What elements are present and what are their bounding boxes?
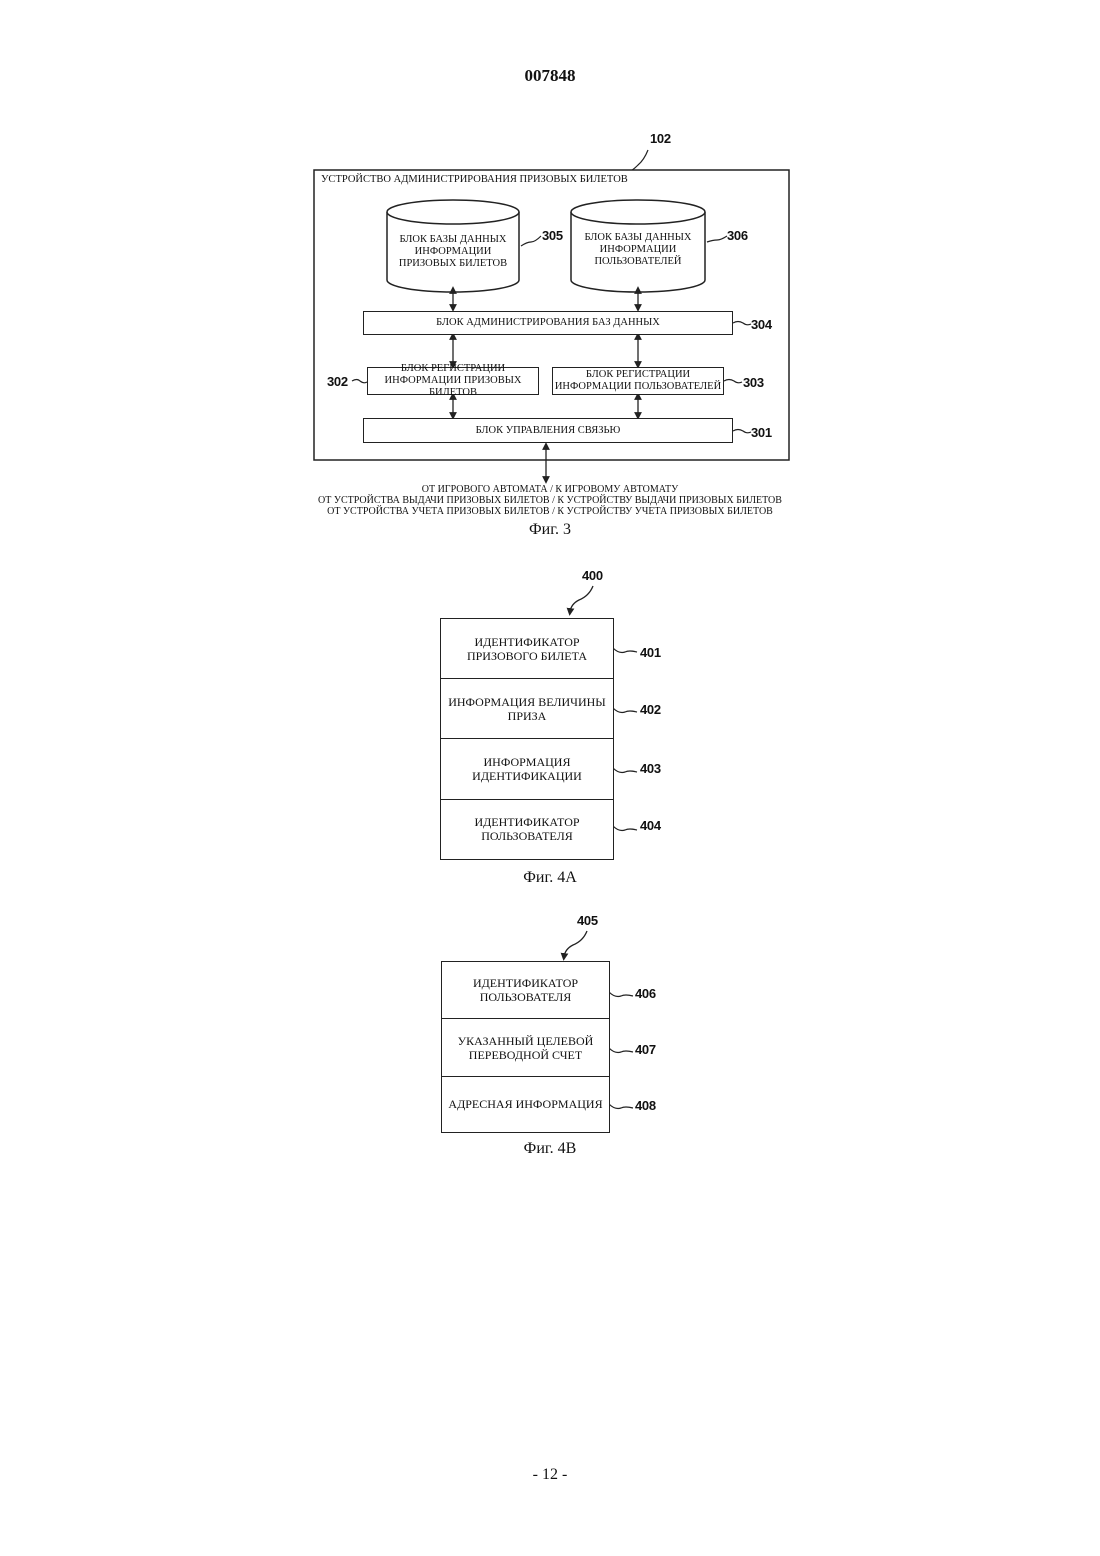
leader-305 xyxy=(521,236,541,246)
leader-401 xyxy=(613,648,637,653)
field-404: ИДЕНТИФИКАТОР ПОЛЬЗОВАТЕЛЯ xyxy=(441,800,613,858)
db-prize-label: БЛОК БАЗЫ ДАННЫХ ИНФОРМАЦИИ ПРИЗОВЫХ БИЛ… xyxy=(389,234,517,270)
fig4b-caption: Фиг. 4В xyxy=(0,1140,1100,1158)
field-407: УКАЗАННЫЙ ЦЕЛЕВОЙ ПЕРЕВОДНОЙ СЧЕТ xyxy=(442,1019,609,1077)
ref-302: 302 xyxy=(327,374,348,389)
leader-408 xyxy=(609,1104,633,1109)
page-number: - 12 - xyxy=(0,1466,1100,1484)
field-402: ИНФОРМАЦИЯ ВЕЛИЧИНЫ ПРИЗА xyxy=(441,679,613,739)
ref-408: 408 xyxy=(635,1098,656,1113)
fig4a-caption: Фиг. 4А xyxy=(0,869,1100,887)
ref-305: 305 xyxy=(542,228,563,243)
fig4a-record: ИДЕНТИФИКАТОР ПРИЗОВОГО БИЛЕТА ИНФОРМАЦИ… xyxy=(440,618,614,860)
leader-406 xyxy=(609,992,633,997)
ref-304: 304 xyxy=(751,317,772,332)
ref-303: 303 xyxy=(743,375,764,390)
field-408: АДРЕСНАЯ ИНФОРМАЦИЯ xyxy=(442,1077,609,1131)
ref-400: 400 xyxy=(582,568,603,583)
ref-403: 403 xyxy=(640,761,661,776)
external-line-2: ОТ УСТРОЙСТВА ВЫДАЧИ ПРИЗОВЫХ БИЛЕТОВ / … xyxy=(0,495,1100,507)
leader-102 xyxy=(632,150,648,170)
field-401: ИДЕНТИФИКАТОР ПРИЗОВОГО БИЛЕТА xyxy=(441,619,613,679)
reg-prize-label: БЛОК РЕГИСТРАЦИИ ИНФОРМАЦИИ ПРИЗОВЫХ БИЛ… xyxy=(368,363,538,399)
ref-306: 306 xyxy=(727,228,748,243)
leader-306 xyxy=(707,236,727,242)
fig4b-record: ИДЕНТИФИКАТОР ПОЛЬЗОВАТЕЛЯ УКАЗАННЫЙ ЦЕЛ… xyxy=(441,961,610,1133)
ref-402: 402 xyxy=(640,702,661,717)
comm-block: БЛОК УПРАВЛЕНИЯ СВЯЗЬЮ xyxy=(363,418,733,443)
db-admin-block: БЛОК АДМИНИСТРИРОВАНИЯ БАЗ ДАННЫХ xyxy=(363,311,733,335)
reg-prize-block: БЛОК РЕГИСТРАЦИИ ИНФОРМАЦИИ ПРИЗОВЫХ БИЛ… xyxy=(367,367,539,395)
field-403: ИНФОРМАЦИЯ ИДЕНТИФИКАЦИИ xyxy=(441,739,613,800)
field-406: ИДЕНТИФИКАТОР ПОЛЬЗОВАТЕЛЯ xyxy=(442,962,609,1019)
reg-users-label: БЛОК РЕГИСТРАЦИИ ИНФОРМАЦИИ ПОЛЬЗОВАТЕЛЕ… xyxy=(553,369,723,393)
leader-301 xyxy=(733,430,751,433)
fig3-caption: Фиг. 3 xyxy=(0,521,1100,539)
ref-407: 407 xyxy=(635,1042,656,1057)
external-line-1: ОТ ИГРОВОГО АВТОМАТА / К ИГРОВОМУ АВТОМА… xyxy=(0,484,1100,496)
leader-404 xyxy=(613,826,637,831)
leader-405 xyxy=(564,931,587,957)
leader-402 xyxy=(613,708,637,713)
leader-302 xyxy=(352,380,367,383)
db-users-label: БЛОК БАЗЫ ДАННЫХ ИНФОРМАЦИИ ПОЛЬЗОВАТЕЛЕ… xyxy=(573,232,703,268)
ref-404: 404 xyxy=(640,818,661,833)
leader-407 xyxy=(609,1048,633,1053)
ref-301: 301 xyxy=(751,425,772,440)
leader-304 xyxy=(733,322,751,325)
device-title: УСТРОЙСТВО АДМИНИСТРИРОВАНИЯ ПРИЗОВЫХ БИ… xyxy=(321,174,628,185)
ref-406: 406 xyxy=(635,986,656,1001)
leader-400 xyxy=(570,586,593,612)
ref-401: 401 xyxy=(640,645,661,660)
external-line-3: ОТ УСТРОЙСТВА УЧЕТА ПРИЗОВЫХ БИЛЕТОВ / К… xyxy=(0,506,1100,518)
leader-303 xyxy=(724,380,742,383)
ref-405: 405 xyxy=(577,913,598,928)
ref-102: 102 xyxy=(650,131,671,146)
leader-403 xyxy=(613,768,637,773)
reg-users-block: БЛОК РЕГИСТРАЦИИ ИНФОРМАЦИИ ПОЛЬЗОВАТЕЛЕ… xyxy=(552,367,724,395)
